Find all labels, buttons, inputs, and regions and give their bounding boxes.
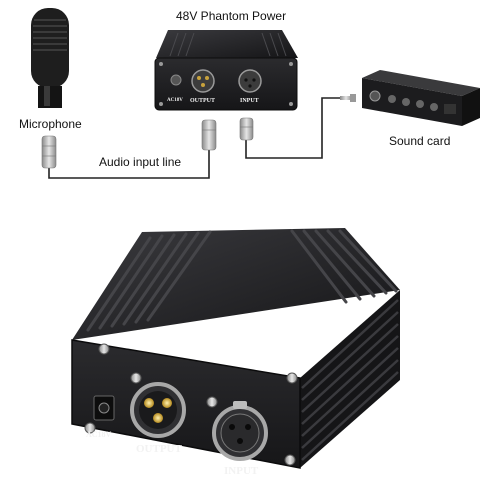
input-label: INPUT	[224, 465, 259, 477]
small-unit-ac18v-label: AC18V	[167, 98, 183, 103]
soundcard-cable	[245, 97, 348, 159]
small-unit-output-label: OUTPUT	[190, 98, 215, 104]
phantom-power-unit-large: AC18V OUTPUT INPUT	[71, 228, 400, 477]
sound-card-label: Sound card	[389, 134, 451, 148]
small-unit-input-label: INPUT	[240, 98, 259, 104]
mic-cable	[48, 150, 210, 179]
microphone-label: Microphone	[19, 117, 82, 131]
microphone-illustration	[31, 8, 69, 108]
phantom-power-label: 48V Phantom Power	[176, 9, 287, 23]
audio-input-line-label: Audio input line	[99, 155, 182, 169]
sound-card-illustration	[340, 70, 480, 126]
mic-xlr-plug	[41, 135, 57, 169]
ac18v-label: AC18V	[86, 430, 112, 439]
output-label: OUTPUT	[136, 443, 183, 455]
audio-cables	[48, 97, 348, 179]
phantom-power-unit-small: AC18V OUTPUT INPUT	[154, 30, 298, 111]
unit-xlr-plugs	[201, 117, 254, 151]
